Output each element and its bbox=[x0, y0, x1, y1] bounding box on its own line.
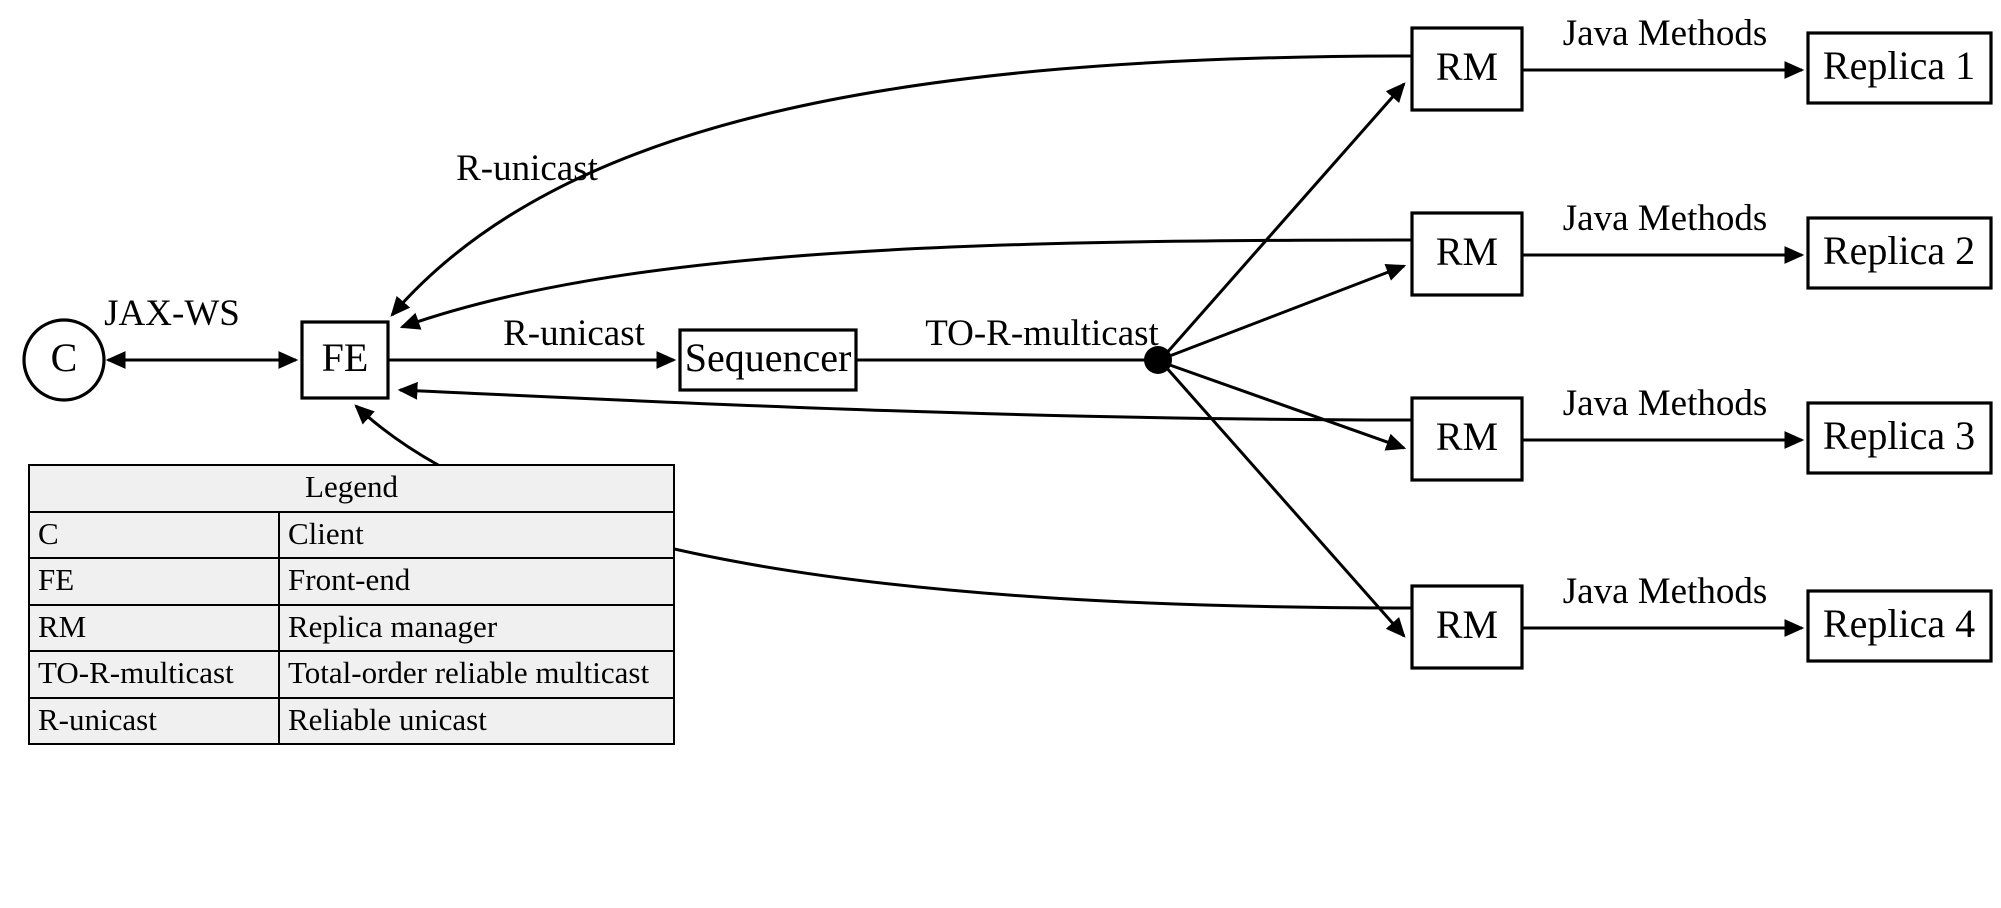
edge-label-r-unicast-top: R-unicast bbox=[456, 148, 599, 189]
node-replica-2[interactable] bbox=[1806, 216, 1993, 290]
node-frontend[interactable] bbox=[300, 320, 390, 400]
edge-rm1-frontend bbox=[390, 54, 1413, 317]
legend-title: Legend bbox=[28, 464, 675, 513]
edge-label-java-methods-2: Java Methods bbox=[1563, 198, 1768, 239]
node-replica-3[interactable] bbox=[1806, 401, 1993, 475]
node-rm-3[interactable] bbox=[1410, 396, 1524, 482]
edge-label-r-unicast-mid: R-unicast bbox=[503, 313, 646, 354]
node-rm-4[interactable] bbox=[1410, 584, 1524, 670]
legend-abbr: FE bbox=[28, 557, 280, 606]
edge-junction-rm2 bbox=[1166, 263, 1407, 359]
node-client[interactable] bbox=[22, 318, 106, 402]
edge-rm3-frontend bbox=[397, 381, 1413, 422]
legend-abbr: RM bbox=[28, 603, 280, 653]
legend-meaning: Reliable unicast bbox=[278, 696, 675, 746]
node-rm-4-label: RM bbox=[1436, 602, 1498, 647]
node-replica-2-label: Replica 2 bbox=[1823, 228, 1975, 273]
legend-title-row: Legend bbox=[28, 464, 675, 513]
edge-rm2-frontend bbox=[399, 238, 1413, 330]
legend-abbr: C bbox=[28, 510, 280, 560]
edge-junction-rm3 bbox=[1166, 362, 1407, 451]
edge-junction-rm1 bbox=[1163, 82, 1406, 356]
legend-meaning: Client bbox=[278, 510, 675, 560]
node-replica-1-label: Replica 1 bbox=[1823, 43, 1975, 88]
node-replica-4-label: Replica 4 bbox=[1823, 601, 1975, 646]
legend-row: RM Replica manager bbox=[28, 603, 675, 653]
multicast-junction-dot bbox=[1144, 346, 1172, 374]
legend-table: Legend C Client FE Front-end RM Replica … bbox=[28, 464, 675, 746]
legend-meaning: Front-end bbox=[278, 557, 675, 606]
legend-abbr: R-unicast bbox=[28, 696, 280, 746]
node-client-label: C bbox=[51, 335, 78, 380]
node-rm-2-label: RM bbox=[1436, 229, 1498, 274]
node-replica-4[interactable] bbox=[1806, 589, 1993, 663]
legend-abbr: TO-R-multicast bbox=[28, 650, 280, 699]
edge-label-to-r-multicast: TO-R-multicast bbox=[925, 313, 1159, 354]
node-rm-2[interactable] bbox=[1410, 211, 1524, 297]
node-sequencer[interactable] bbox=[678, 328, 858, 392]
edge-junction-rm4 bbox=[1163, 365, 1406, 638]
legend-meaning: Total-order reliable multicast bbox=[278, 650, 675, 699]
node-frontend-label: FE bbox=[322, 335, 369, 380]
edge-label-java-methods-1: Java Methods bbox=[1563, 13, 1768, 54]
legend-row: C Client bbox=[28, 510, 675, 560]
edge-label-java-methods-4: Java Methods bbox=[1563, 571, 1768, 612]
legend-row: TO-R-multicast Total-order reliable mult… bbox=[28, 650, 675, 699]
node-rm-3-label: RM bbox=[1436, 414, 1498, 459]
node-replica-1[interactable] bbox=[1806, 31, 1993, 105]
legend-row: FE Front-end bbox=[28, 557, 675, 606]
legend-meaning: Replica manager bbox=[278, 603, 675, 653]
node-replica-3-label: Replica 3 bbox=[1823, 413, 1975, 458]
edge-label-jax-ws: JAX-WS bbox=[104, 293, 240, 334]
node-rm-1[interactable] bbox=[1410, 26, 1524, 112]
legend-row: R-unicast Reliable unicast bbox=[28, 696, 675, 746]
node-sequencer-label: Sequencer bbox=[685, 335, 852, 380]
edge-label-java-methods-3: Java Methods bbox=[1563, 383, 1768, 424]
node-rm-1-label: RM bbox=[1436, 44, 1498, 89]
